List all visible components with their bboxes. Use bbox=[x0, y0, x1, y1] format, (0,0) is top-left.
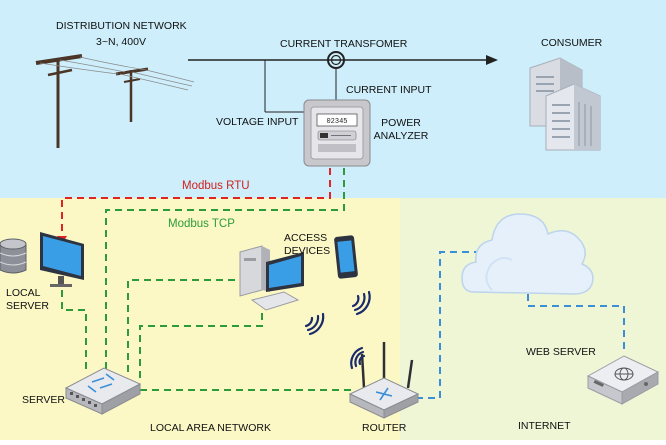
tablet-icon bbox=[334, 235, 358, 279]
overhead-wires bbox=[39, 56, 195, 91]
modbus-rtu-label: Modbus RTU bbox=[182, 180, 250, 192]
utility-pole-left bbox=[35, 54, 83, 148]
distribution-network-voltage: 3~N, 400V bbox=[96, 36, 146, 48]
distribution-network-label: DISTRIBUTION NETWORK 3~N, 400V bbox=[56, 20, 187, 49]
distribution-network-title: DISTRIBUTION NETWORK bbox=[56, 20, 187, 32]
wifi-icon-router bbox=[350, 346, 366, 370]
database-icon bbox=[0, 238, 27, 274]
local-area-network-label: LOCAL AREA NETWORK bbox=[150, 422, 271, 434]
internet-label: INTERNET bbox=[518, 420, 571, 432]
router-icon bbox=[348, 342, 420, 419]
svg-text:02345: 02345 bbox=[326, 118, 347, 126]
network-switch-icon bbox=[64, 367, 142, 415]
access-devices-label-line2: DEVICES bbox=[284, 245, 331, 257]
meter-display-text: 02345 bbox=[326, 118, 347, 126]
server-label: SERVER bbox=[22, 394, 65, 406]
local-server-label: LOCAL SERVER bbox=[6, 287, 49, 313]
power-analyzer-label-line1: POWER bbox=[381, 117, 421, 129]
current-transformer-label: CURRENT TRANSFOMER bbox=[280, 38, 408, 50]
cloud-icon bbox=[461, 213, 594, 295]
router-label: ROUTER bbox=[362, 422, 407, 434]
main-power-line-arrow bbox=[486, 55, 498, 65]
power-analyzer-icon: 02345 bbox=[303, 99, 371, 167]
power-analyzer-label-line2: ANALYZER bbox=[373, 130, 429, 142]
modbus-tcp-links bbox=[61, 168, 352, 391]
web-server-label: WEB SERVER bbox=[526, 346, 596, 358]
modbus-tcp-label: Modbus TCP bbox=[168, 218, 235, 230]
internet-links bbox=[416, 251, 625, 399]
power-analyzer-label: POWER ANALYZER bbox=[372, 117, 430, 143]
web-server-icon bbox=[586, 355, 660, 405]
measurement-wires bbox=[264, 60, 337, 113]
modbus-rtu-link bbox=[61, 168, 331, 238]
local-server-label-line1: LOCAL bbox=[6, 287, 41, 299]
wifi-icon-tablet bbox=[351, 290, 371, 316]
consumer-building-icon bbox=[529, 57, 601, 151]
utility-pole-right bbox=[115, 67, 149, 122]
local-server-label-line2: SERVER bbox=[6, 300, 49, 312]
lan-zone-background bbox=[0, 198, 400, 440]
wifi-icon-desktop bbox=[304, 312, 325, 336]
monitor-icon bbox=[40, 232, 84, 287]
access-devices-label-line1: ACCESS bbox=[284, 232, 328, 244]
access-devices-label: ACCESS DEVICES bbox=[284, 232, 330, 258]
voltage-input-label: VOLTAGE INPUT bbox=[216, 116, 299, 128]
current-input-label: CURRENT INPUT bbox=[346, 84, 432, 96]
local-server-icon bbox=[0, 232, 84, 287]
consumer-label: CONSUMER bbox=[541, 37, 603, 49]
desktop-computer-icon bbox=[239, 245, 304, 311]
